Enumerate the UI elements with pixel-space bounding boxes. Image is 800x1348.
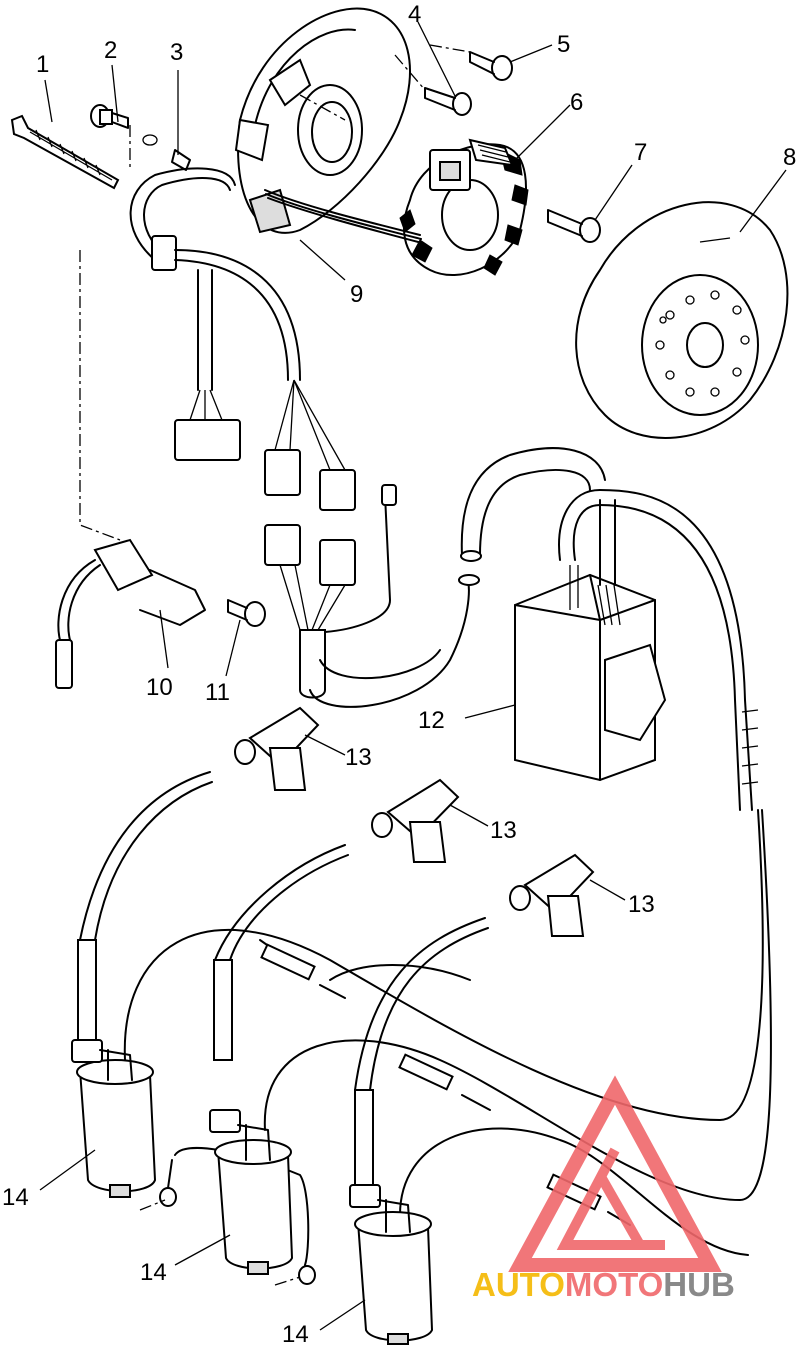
watermark-triangle-logo-icon (508, 1075, 722, 1272)
callout-10: 10 (146, 674, 173, 701)
callout-5: 5 (557, 31, 570, 58)
part-13-spark-plug-cap-3 (509, 853, 595, 937)
callout-14-a: 14 (2, 1184, 29, 1211)
callout-13-a: 13 (345, 744, 372, 771)
callout-leader-lines (39, 21, 787, 1331)
part-12-cdi-box (514, 489, 759, 811)
callout-1: 1 (36, 51, 49, 78)
part-6-stator (399, 138, 529, 276)
callout-7: 7 (634, 139, 647, 166)
part-10-mounting-bracket (55, 538, 206, 689)
callout-11: 11 (205, 679, 230, 706)
main-wiring-loom (129, 167, 606, 708)
callout-8: 8 (783, 144, 796, 171)
callout-13-c: 13 (628, 891, 655, 918)
callout-14-b: 14 (140, 1259, 167, 1286)
assembly-alignment-lines (79, 44, 471, 541)
part-9-stator-harness (264, 189, 423, 244)
part-14-ignition-coil-1 (71, 1039, 157, 1198)
watermark-hub: HUB (663, 1266, 735, 1303)
callout-4: 4 (408, 1, 421, 28)
part-1-cable-tie (10, 114, 120, 190)
part-8-flywheel (575, 201, 789, 439)
watermark-moto: MOTO (565, 1266, 663, 1303)
watermark-text: AUTOMOTOHUB (472, 1266, 735, 1303)
watermark-auto: AUTO (472, 1266, 565, 1303)
callout-14-c: 14 (282, 1321, 309, 1348)
callout-3: 3 (170, 39, 183, 66)
coil-primary-wiring (123, 809, 772, 1286)
callout-12: 12 (418, 707, 445, 734)
part-2-screw (90, 104, 129, 129)
part-14-ignition-coil-3 (349, 1184, 434, 1345)
part-5-screw (469, 51, 513, 81)
callout-13-b: 13 (490, 817, 517, 844)
part-14-ignition-coil-2 (209, 1109, 294, 1275)
part-13-spark-plug-cap-1 (234, 706, 320, 791)
part-13-spark-plug-cap-2 (371, 778, 460, 863)
stator-mounting-plate (234, 7, 411, 234)
callout-6: 6 (570, 89, 583, 116)
part-11-screw (227, 599, 266, 627)
automotohub-watermark: AUTOMOTOHUB (472, 1075, 735, 1303)
part-3-bracket (142, 134, 191, 171)
callout-9: 9 (350, 281, 363, 308)
callout-2: 2 (104, 37, 117, 64)
part-7-screw (547, 209, 601, 243)
